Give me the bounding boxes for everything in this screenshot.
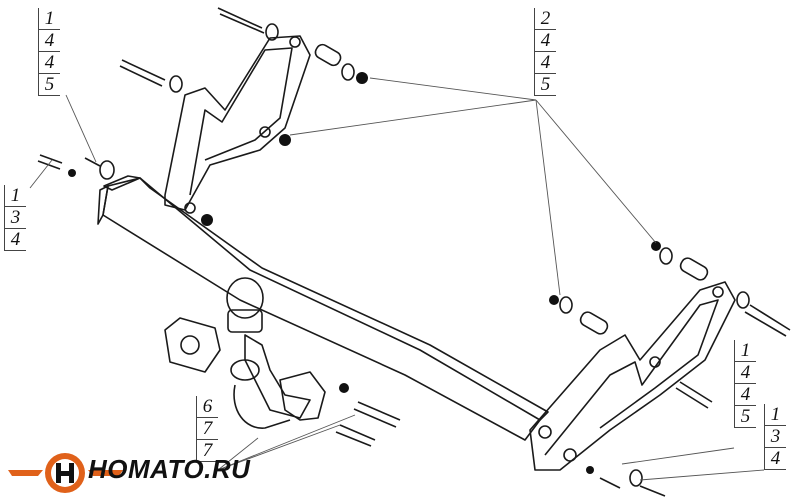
callout-item: 7 (196, 440, 218, 462)
callout-item: 4 (534, 30, 556, 52)
spacer-right-1 (679, 257, 709, 281)
callout-item: 6 (196, 396, 218, 418)
logo-wing-left (8, 470, 43, 476)
callout-item: 4 (764, 448, 786, 470)
tow-ball (226, 277, 264, 319)
callout-item: 4 (734, 362, 756, 384)
bolt-hole (712, 286, 724, 298)
crossbar-end-left (97, 185, 109, 225)
neck-flange (230, 359, 260, 381)
socket-plate (164, 317, 221, 373)
leader-line (217, 437, 259, 471)
bolt-hole (563, 448, 577, 462)
bolt-bottom-2 (335, 424, 376, 447)
callout-item: 2 (534, 8, 556, 30)
washer (659, 247, 673, 265)
callout-item: 4 (38, 30, 60, 52)
logo-letter-mark (56, 463, 74, 483)
nut (651, 241, 661, 251)
leader-line (639, 469, 765, 481)
nut (279, 134, 291, 146)
bolt-top-2 (119, 59, 166, 87)
washer (736, 291, 750, 309)
callout-item: 4 (734, 384, 756, 406)
callout-item: 3 (4, 207, 26, 229)
callout-item: 4 (38, 52, 60, 74)
ball-collar (227, 309, 263, 333)
nut (68, 169, 76, 177)
callout-right-bottom: 1 3 4 (764, 404, 786, 470)
bolt-right-short-1 (599, 477, 621, 489)
leader-line (369, 77, 537, 101)
bolt-left-short-2 (84, 157, 101, 167)
washer (341, 63, 355, 81)
leader-line (217, 424, 341, 471)
callout-item: 4 (4, 229, 26, 251)
bolt-right-1 (744, 304, 791, 337)
socket-hole (180, 335, 200, 355)
nut (356, 72, 368, 84)
callout-item: 5 (534, 74, 556, 96)
leader-line (217, 414, 356, 471)
callout-item: 5 (38, 74, 60, 96)
callout-top-right: 2 4 4 5 (534, 8, 556, 96)
washer (99, 160, 115, 180)
ball-neck-lower (233, 384, 291, 429)
bolt-hole (649, 356, 661, 368)
bolt-hole (259, 126, 271, 138)
crossbar-beam (102, 177, 541, 441)
nut (549, 295, 559, 305)
brand-logo (8, 453, 123, 493)
spacer-top (314, 43, 342, 67)
right-bracket-inner (544, 299, 719, 456)
bolt-right-short-2 (639, 485, 666, 497)
bolt-bottom-1 (353, 401, 401, 428)
nut (586, 466, 594, 474)
nut (339, 383, 349, 393)
leader-line (535, 99, 657, 244)
washer (629, 469, 643, 487)
callout-bottom-center: 6 7 7 (196, 396, 218, 462)
callout-item: 1 (734, 340, 756, 362)
callout-item: 7 (196, 418, 218, 440)
crossbar-beam-top (139, 177, 549, 421)
left-bracket (164, 35, 311, 211)
bolt-left-short (37, 154, 63, 170)
callout-right-middle: 1 4 4 5 (734, 340, 756, 428)
spacer-right-2 (579, 311, 609, 335)
callout-item: 1 (38, 8, 60, 30)
bolt-hole (184, 202, 196, 214)
leader-line (621, 447, 735, 465)
callout-item: 5 (734, 406, 756, 428)
washer (169, 75, 183, 93)
bolt-hole (289, 36, 301, 48)
callout-left: 1 3 4 (4, 185, 26, 251)
callout-top-left: 1 4 4 5 (38, 8, 60, 96)
mount-plate (279, 371, 326, 421)
leader-line (29, 159, 53, 189)
ball-neck (244, 334, 311, 419)
nut (201, 214, 213, 226)
leader-line (65, 94, 97, 163)
callout-item: 1 (4, 185, 26, 207)
bolt-top-1 (217, 7, 265, 34)
callout-item: 1 (764, 404, 786, 426)
left-bracket-inner (189, 47, 293, 196)
leader-line (289, 99, 537, 136)
leader-line (535, 99, 561, 296)
callout-item: 4 (534, 52, 556, 74)
brand-name: HOMATO.RU (88, 454, 251, 484)
callout-item: 3 (764, 426, 786, 448)
washer (559, 296, 573, 314)
bolt-hole (538, 425, 552, 439)
logo-wing-right (88, 470, 123, 476)
right-bracket (529, 281, 736, 471)
washer (265, 23, 279, 41)
bolt-right-2 (675, 381, 713, 409)
crossbar-end-left-cap (103, 175, 141, 191)
